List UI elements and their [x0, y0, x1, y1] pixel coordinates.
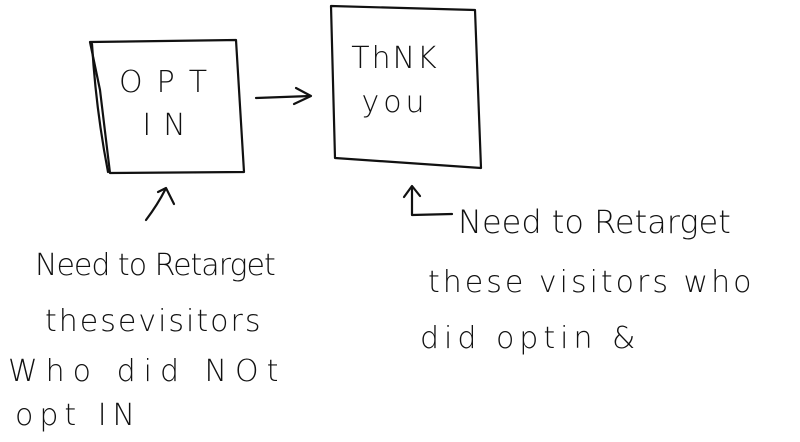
note-left-line-4: opt IN — [15, 398, 141, 433]
note-left-line-2: thesevisitors — [45, 304, 262, 339]
note-right: Need to Retarget these visitors who did … — [420, 203, 754, 356]
node-opt-in: OPT IN — [88, 38, 246, 175]
node-thank-you: ThNK you — [329, 4, 483, 170]
left-pointer-arrow — [144, 186, 176, 222]
note-left: Need to Retarget thesevisitors Who did N… — [8, 248, 286, 433]
opt-in-label-line-1: OPT — [119, 65, 221, 100]
thank-you-label-line-1: ThNK — [351, 41, 438, 76]
opt-in-label-line-2: IN — [142, 108, 197, 143]
arrow-opt-in-to-thank-you — [254, 86, 313, 106]
note-left-line-3: Who did NOt — [8, 354, 286, 389]
note-right-line-1: Need to Retarget — [458, 203, 731, 241]
right-pointer-arrow — [402, 184, 454, 217]
thank-you-label-line-2: you — [361, 85, 428, 120]
note-left-line-1: Need to Retarget — [35, 248, 275, 283]
note-right-line-3: did optin & — [420, 321, 640, 356]
opt-in-box — [88, 38, 246, 175]
thank-you-box — [329, 4, 483, 170]
note-right-line-2: these visitors who — [428, 265, 754, 300]
